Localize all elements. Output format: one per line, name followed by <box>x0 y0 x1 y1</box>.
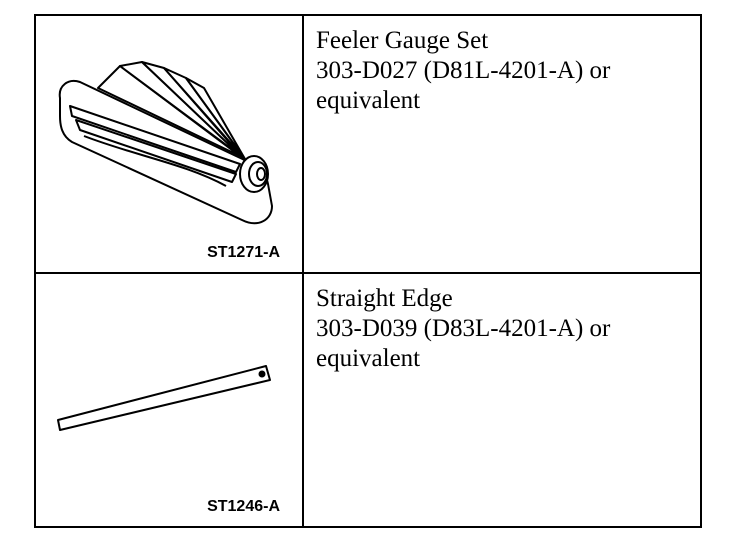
tool-part-number: 303-D027 (D81L-4201-A) or <box>316 57 611 84</box>
tool-description: Straight Edge 303-D039 (D83L-4201-A) or … <box>316 284 610 374</box>
tool-description-cell: Feeler Gauge Set 303-D027 (D81L-4201-A) … <box>304 16 700 272</box>
illustration-code: ST1246-A <box>207 498 280 515</box>
tool-description-cell: Straight Edge 303-D039 (D83L-4201-A) or … <box>304 274 700 526</box>
feeler-gauge-set-drawing <box>58 61 273 225</box>
straight-edge-drawing <box>57 365 271 431</box>
tool-row-feeler-gauge: ST1271-A Feeler Gauge Set 303-D027 (D81L… <box>36 16 700 274</box>
tool-illustration-cell: ST1246-A <box>36 274 304 526</box>
tool-note: equivalent <box>316 87 421 114</box>
tool-row-straight-edge: ST1246-A Straight Edge 303-D039 (D83L-42… <box>36 274 700 526</box>
tool-part-number: 303-D039 (D83L-4201-A) or <box>316 315 611 342</box>
tool-name: Straight Edge <box>316 285 453 312</box>
special-tools-table: ST1271-A Feeler Gauge Set 303-D027 (D81L… <box>34 14 702 528</box>
tool-name: Feeler Gauge Set <box>316 27 489 54</box>
tool-illustration-cell: ST1271-A <box>36 16 304 272</box>
tool-note: equivalent <box>316 345 421 372</box>
illustration-code: ST1271-A <box>207 244 280 261</box>
tool-description: Feeler Gauge Set 303-D027 (D81L-4201-A) … <box>316 26 610 116</box>
